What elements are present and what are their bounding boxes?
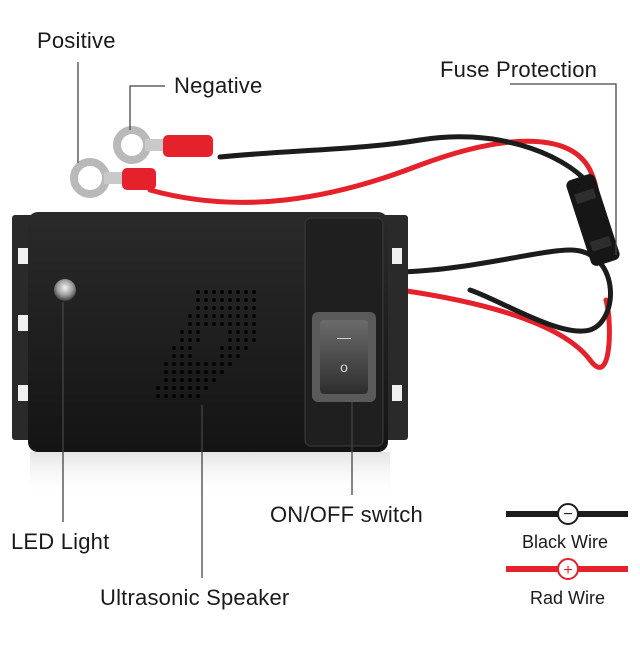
label-positive: Positive — [37, 28, 116, 53]
black-wire-lower — [397, 247, 613, 334]
fuse-holder — [566, 174, 620, 266]
label-negative: Negative — [174, 73, 263, 98]
label-ultrasonic-speaker: Ultrasonic Speaker — [100, 585, 290, 610]
legend-plus-symbol: + — [563, 562, 572, 579]
label-fuse-protection: Fuse Protection — [440, 57, 598, 82]
callout-lines — [62, 62, 617, 578]
speaker-grille — [156, 290, 256, 398]
legend-black-wire: Black Wire — [522, 532, 609, 552]
device-body — [28, 212, 388, 452]
label-led-light: LED Light — [11, 529, 110, 554]
positive-terminal — [70, 158, 156, 198]
negative-terminal — [113, 126, 213, 164]
device-reflection — [30, 452, 390, 498]
minus-icon — [557, 503, 579, 525]
rocker-switch: — o — [312, 312, 376, 402]
legend-red-wire: Rad Wire — [530, 588, 606, 608]
callout-negative — [129, 85, 165, 130]
legend-minus-symbol: − — [563, 506, 572, 523]
legend: − + — [506, 503, 628, 580]
label-on-off-switch: ON/OFF switch — [270, 502, 423, 527]
black-wire-upper — [217, 134, 593, 188]
switch-on-mark: — — [337, 329, 351, 345]
red-wire-lower — [397, 287, 612, 370]
callout-fuse — [510, 83, 617, 255]
switch-off-mark: o — [340, 359, 348, 375]
plus-icon — [557, 558, 579, 580]
led-light — [54, 279, 76, 301]
